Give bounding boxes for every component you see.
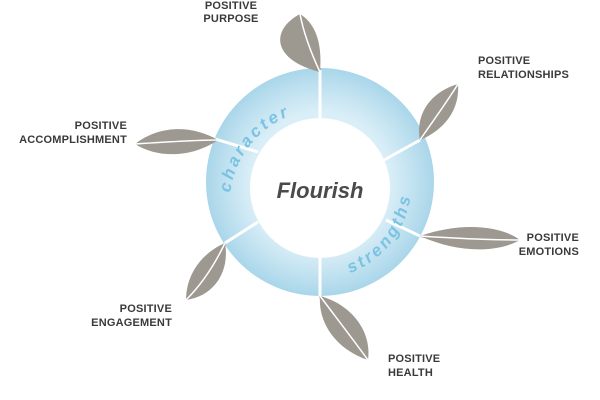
svg-text:POSITIVE: POSITIVE [478,55,530,67]
svg-text:EMOTIONS: EMOTIONS [519,246,579,258]
label-positive-engagement: POSITIVE ENGAGEMENT [91,303,172,329]
svg-text:HEALTH: HEALTH [388,367,433,379]
svg-text:RELATIONSHIPS: RELATIONSHIPS [478,69,569,81]
svg-text:POSITIVE: POSITIVE [527,232,579,244]
svg-text:POSITIVE: POSITIVE [120,303,172,315]
leaf-purpose-icon [280,13,321,73]
svg-text:ENGAGEMENT: ENGAGEMENT [91,317,172,329]
label-positive-health: POSITIVE HEALTH [388,353,440,379]
label-positive-emotions: POSITIVE EMOTIONS [519,232,579,258]
inner-circle [250,118,390,258]
leaf-health-icon [319,295,369,361]
center-title: Flourish [277,178,364,203]
leaf-engagement-icon [185,242,226,301]
svg-text:PURPOSE: PURPOSE [203,13,258,25]
label-positive-accomplishment: POSITIVE ACCOMPLISHMENT [19,120,127,146]
ring-dividers [211,70,421,296]
svg-text:POSITIVE: POSITIVE [75,120,127,132]
label-positive-purpose: POSITIVE PURPOSE [203,0,258,25]
leaf-accomplishment-icon [134,129,219,155]
label-positive-relationships: POSITIVE RELATIONSHIPS [478,55,569,81]
svg-text:ACCOMPLISHMENT: ACCOMPLISHMENT [19,134,127,146]
svg-text:POSITIVE: POSITIVE [388,353,440,365]
leaf-relationships-icon [419,83,459,141]
svg-text:POSITIVE: POSITIVE [205,0,257,12]
leaf-emotions-icon [419,226,521,250]
